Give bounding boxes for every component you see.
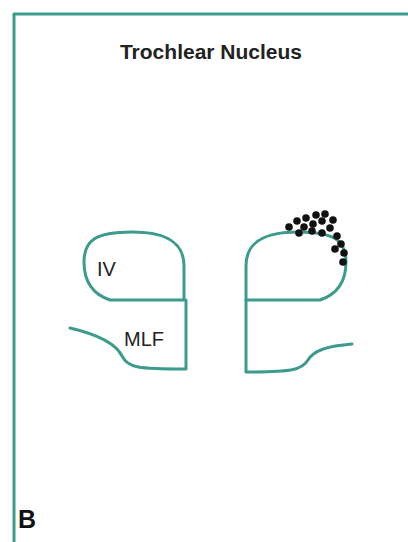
region-label: IV	[97, 258, 116, 281]
panel-letter: B	[18, 505, 36, 534]
frame-line	[14, 14, 408, 542]
mlf-region: MLF	[66, 296, 190, 376]
region-outline	[80, 228, 188, 304]
figure-title: Trochlear Nucleus	[14, 40, 408, 64]
trochlear-nucleus-region: IV	[80, 228, 188, 304]
region-label: MLF	[124, 328, 164, 351]
right-trochlear-outline	[246, 232, 352, 372]
neuron-dots	[285, 210, 348, 266]
